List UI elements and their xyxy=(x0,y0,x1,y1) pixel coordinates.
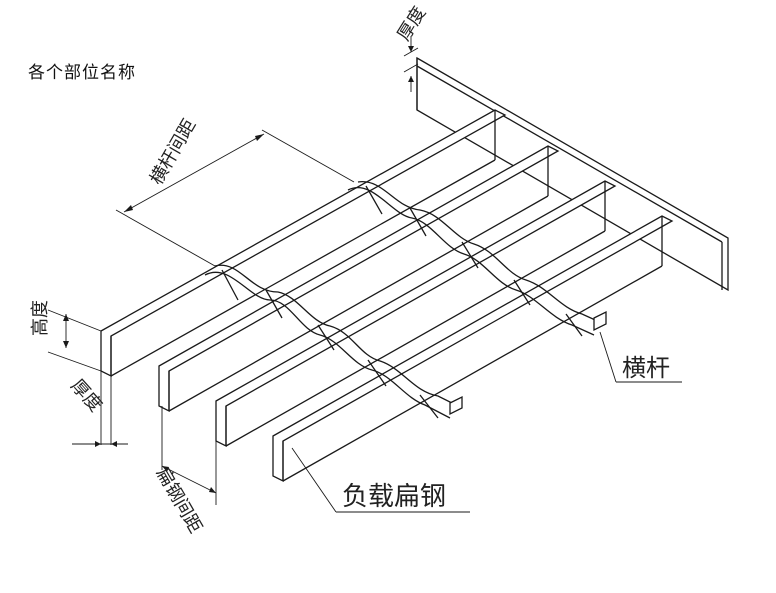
label-bar-pitch: 扁钢间距 xyxy=(152,464,206,537)
label-bearing-bar: 负载扁钢 xyxy=(342,482,446,512)
end-plate xyxy=(416,56,729,292)
leader-crossbar: 横杆 xyxy=(599,331,682,383)
dim-crossbar-pitch: 横杆间距 xyxy=(115,116,355,267)
bearing-bar xyxy=(158,145,560,413)
label-crossbar-pitch: 横杆间距 xyxy=(146,116,200,189)
label-thickness-top: 厚度 xyxy=(393,3,430,45)
crossbar-twisted xyxy=(347,181,607,337)
label-thickness-left: 厚度 xyxy=(66,375,106,416)
page-title: 各个部位名称 xyxy=(28,63,136,83)
label-height: 高度 xyxy=(30,300,51,336)
crossbar-twisted xyxy=(204,264,463,419)
dim-height: 高度 xyxy=(30,300,102,372)
dim-thickness-left: 厚度 xyxy=(66,371,128,447)
dim-bar-pitch: 扁钢间距 xyxy=(152,406,217,537)
label-crossbar: 横杆 xyxy=(622,354,670,382)
leader-bearing-bar: 负载扁钢 xyxy=(291,447,470,513)
bearing-bar xyxy=(272,215,674,483)
